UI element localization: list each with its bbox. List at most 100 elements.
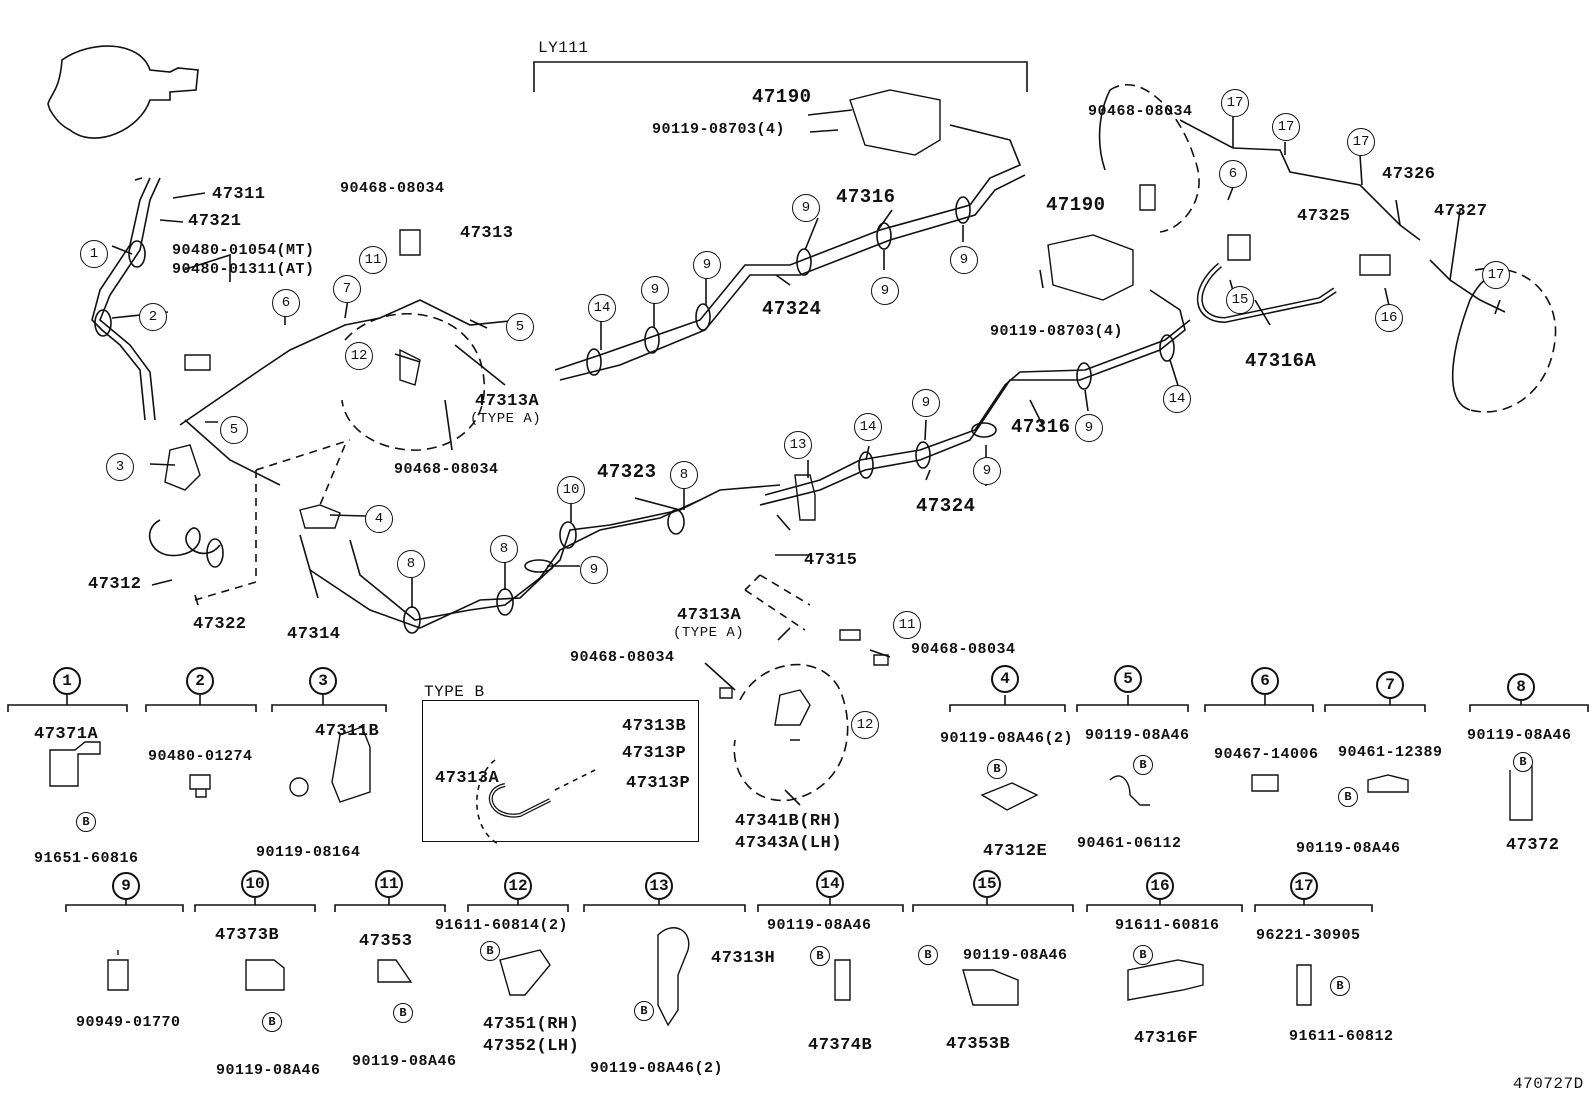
front-hose-upper bbox=[91, 177, 151, 421]
key-brackets-row1 bbox=[7, 704, 1589, 712]
key1-part-91651: 91651-60816 bbox=[34, 850, 139, 867]
coil-47322 bbox=[148, 519, 221, 557]
callout-10: 10 bbox=[557, 476, 585, 504]
label-47321: 47321 bbox=[188, 212, 242, 231]
key6-part-90467: 90467-14006 bbox=[1214, 746, 1319, 763]
label-47190-upper: 47190 bbox=[752, 86, 812, 108]
rear-drum-left-solid bbox=[1098, 89, 1111, 171]
callout-17a: 17 bbox=[1221, 89, 1249, 117]
callout-14c: 14 bbox=[1163, 385, 1191, 413]
label-ly111: LY111 bbox=[538, 39, 589, 57]
callout-11a: 11 bbox=[359, 246, 387, 274]
key-4: 4 bbox=[991, 665, 1019, 693]
key14-part-90119: 90119-08A46 bbox=[767, 917, 872, 934]
label-47343A: 47343A(LH) bbox=[735, 834, 843, 853]
brake-pipe-main-left bbox=[179, 299, 521, 426]
brake-pipe-47324-upper-b bbox=[559, 174, 1026, 381]
label-47315: 47315 bbox=[804, 551, 858, 570]
label-90468-08034-c: 90468-08034 bbox=[570, 649, 675, 666]
label-type-a-lower: (TYPE A) bbox=[673, 625, 745, 641]
label-90468-08034-e: 90468-08034 bbox=[1088, 103, 1193, 120]
bolt-mark-14: B bbox=[810, 946, 830, 966]
label-47323: 47323 bbox=[597, 461, 657, 483]
callout-4a: 4 bbox=[365, 505, 393, 533]
key10-part-47373B: 47373B bbox=[215, 926, 280, 945]
key16-part-91611: 91611-60816 bbox=[1115, 917, 1220, 934]
label-47313: 47313 bbox=[460, 224, 514, 243]
callout-17b: 17 bbox=[1272, 113, 1300, 141]
callout-7: 7 bbox=[333, 275, 361, 303]
callout-2: 2 bbox=[139, 303, 167, 331]
callout-17d: 17 bbox=[1482, 261, 1510, 289]
callout-9d: 9 bbox=[792, 194, 820, 222]
key12-part-47351: 47351(RH) bbox=[483, 1015, 580, 1034]
key3-part-47311B: 47311B bbox=[315, 722, 380, 741]
label-47312: 47312 bbox=[88, 575, 142, 594]
key-10: 10 bbox=[241, 870, 269, 898]
callout-8b: 8 bbox=[490, 535, 518, 563]
label-type-a-upper: (TYPE A) bbox=[470, 411, 542, 427]
key-17: 17 bbox=[1290, 872, 1318, 900]
callout-14a: 14 bbox=[588, 294, 616, 322]
callout-3: 3 bbox=[106, 453, 134, 481]
callout-15: 15 bbox=[1226, 286, 1254, 314]
key11-part-47353: 47353 bbox=[359, 932, 413, 951]
label-47326: 47326 bbox=[1382, 165, 1436, 184]
label-47324-upper: 47324 bbox=[762, 298, 822, 320]
label-90119-08703-upper: 90119-08703(4) bbox=[652, 121, 786, 138]
key12-part-47352: 47352(LH) bbox=[483, 1037, 580, 1056]
callout-6a: 6 bbox=[272, 289, 300, 317]
callout-8c: 8 bbox=[670, 461, 698, 489]
key-8: 8 bbox=[1507, 673, 1535, 701]
key14-part-47374B: 47374B bbox=[808, 1036, 873, 1055]
callout-5a: 5 bbox=[506, 313, 534, 341]
type-b-box bbox=[422, 700, 699, 842]
key15-part-90119: 90119-08A46 bbox=[963, 947, 1068, 964]
callout-12b: 12 bbox=[851, 711, 879, 739]
callout-13: 13 bbox=[784, 431, 812, 459]
bolt-mark-10: B bbox=[262, 1012, 282, 1032]
callout-9e: 9 bbox=[871, 277, 899, 305]
dashed-leader-2 bbox=[744, 574, 811, 631]
label-47313B: 47313B bbox=[622, 717, 687, 736]
bolt-mark-4: B bbox=[987, 759, 1007, 779]
callout-9f: 9 bbox=[950, 246, 978, 274]
key7-part-90461: 90461-12389 bbox=[1338, 744, 1443, 761]
key4-part-47312E: 47312E bbox=[983, 842, 1048, 861]
front-hose-upper-2 bbox=[99, 177, 161, 421]
key-11: 11 bbox=[375, 870, 403, 898]
label-47190-lower: 47190 bbox=[1046, 194, 1106, 216]
key7-part-90119: 90119-08A46 bbox=[1296, 840, 1401, 857]
callout-5b: 5 bbox=[220, 416, 248, 444]
key-6: 6 bbox=[1251, 667, 1279, 695]
callout-16: 16 bbox=[1375, 304, 1403, 332]
label-90480-01311: 90480-01311(AT) bbox=[172, 261, 315, 278]
key8-part-47372: 47372 bbox=[1506, 836, 1560, 855]
key12-part-91611: 91611-60814(2) bbox=[435, 917, 569, 934]
label-90480-01054: 90480-01054(MT) bbox=[172, 242, 315, 259]
key5-part-90461: 90461-06112 bbox=[1077, 835, 1182, 852]
callout-9a: 9 bbox=[580, 556, 608, 584]
key17-part-96221: 96221-30905 bbox=[1256, 927, 1361, 944]
key11-part-90119: 90119-08A46 bbox=[352, 1053, 457, 1070]
key-15: 15 bbox=[973, 870, 1001, 898]
label-47316-upper: 47316 bbox=[836, 186, 896, 208]
bolt-mark-13: B bbox=[634, 1001, 654, 1021]
label-47316A: 47316A bbox=[1245, 350, 1317, 372]
key5-part-90119: 90119-08A46 bbox=[1085, 727, 1190, 744]
label-47322: 47322 bbox=[193, 615, 247, 634]
bolt-mark-11: B bbox=[393, 1003, 413, 1023]
callout-12a: 12 bbox=[345, 342, 373, 370]
bolt-mark-17: B bbox=[1330, 976, 1350, 996]
bolt-mark-8: B bbox=[1513, 752, 1533, 772]
label-47325: 47325 bbox=[1297, 207, 1351, 226]
front-drum-outline bbox=[47, 45, 199, 139]
key16-part-47316F: 47316F bbox=[1134, 1029, 1199, 1048]
key-16: 16 bbox=[1146, 872, 1174, 900]
label-90468-08034-b: 90468-08034 bbox=[394, 461, 499, 478]
dashed-leader-1 bbox=[194, 439, 351, 601]
callout-1: 1 bbox=[80, 240, 108, 268]
callout-9c: 9 bbox=[693, 251, 721, 279]
callout-17c: 17 bbox=[1347, 128, 1375, 156]
label-47324-lower: 47324 bbox=[916, 495, 976, 517]
